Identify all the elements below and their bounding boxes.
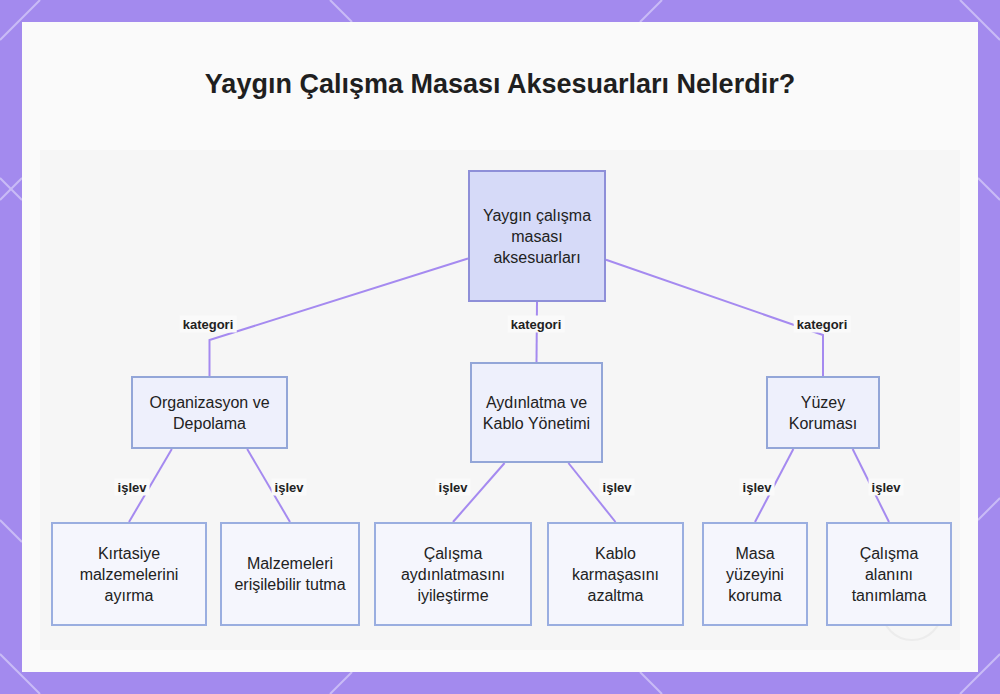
- edge-label: işlev: [869, 479, 904, 496]
- function-box: Masa yüzeyini koruma: [702, 522, 808, 626]
- node-text: Kırtasiye malzemelerini ayırma: [61, 543, 197, 606]
- diagram-title: Yaygın Çalışma Masası Aksesuarları Neler…: [200, 66, 800, 102]
- edge-label: kategori: [180, 316, 237, 333]
- edge-label: işlev: [115, 479, 150, 496]
- node-text: Masa yüzeyini koruma: [712, 543, 798, 606]
- connector-line: [606, 260, 823, 376]
- edge-label: işlev: [272, 479, 307, 496]
- edge-label: işlev: [436, 479, 471, 496]
- edge-label: işlev: [740, 479, 775, 496]
- function-box: Malzemeleri erişilebilir tutma: [220, 522, 360, 626]
- node-text: Malzemeleri erişilebilir tutma: [230, 553, 350, 595]
- function-box: Kablo karmaşasını azaltma: [547, 522, 684, 626]
- edge-label: kategori: [794, 316, 851, 333]
- connector-line: [210, 258, 469, 376]
- node-text: Çalışma alanını tanımlama: [836, 543, 942, 606]
- function-box: Çalışma aydınlatmasını iyileştirme: [374, 522, 532, 626]
- function-box: Kırtasiye malzemelerini ayırma: [51, 522, 207, 626]
- node-text: Aydınlatma ve Kablo Yönetimi: [480, 392, 593, 434]
- node-text: Kablo karmaşasını azaltma: [557, 543, 674, 606]
- node-text: Organizasyon ve Depolama: [141, 392, 278, 434]
- node-text: Yaygın çalışma masası aksesuarları: [478, 205, 596, 268]
- edge-label: kategori: [508, 316, 565, 333]
- edge-label: işlev: [600, 479, 635, 496]
- root-box: Yaygın çalışma masası aksesuarları: [468, 170, 606, 302]
- function-box: Çalışma alanını tanımlama: [826, 522, 952, 626]
- category-box: Aydınlatma ve Kablo Yönetimi: [470, 362, 603, 463]
- node-text: Yüzey Koruması: [776, 392, 870, 434]
- category-box: Yüzey Koruması: [766, 376, 880, 449]
- category-box: Organizasyon ve Depolama: [131, 376, 288, 449]
- node-text: Çalışma aydınlatmasını iyileştirme: [384, 543, 522, 606]
